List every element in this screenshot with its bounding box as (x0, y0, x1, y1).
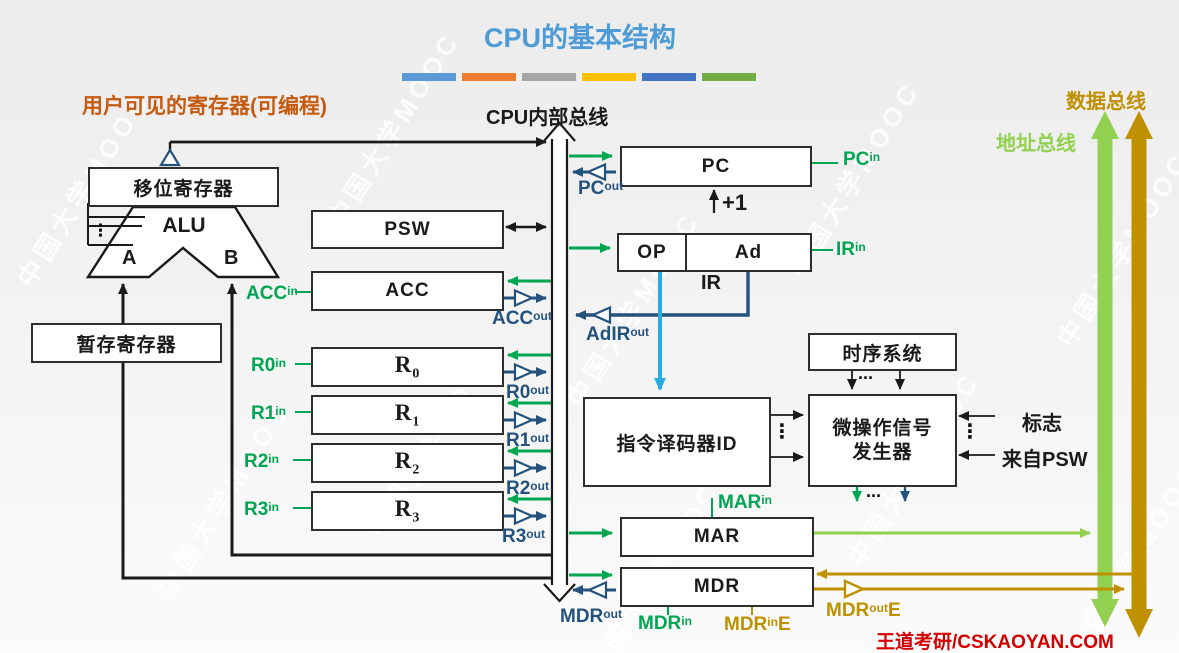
accent-bar (582, 73, 636, 81)
alu-port-b-label: B (224, 247, 239, 269)
signal-label-mdr-in-e: MDRinE (724, 614, 791, 635)
instruction-decoder-box: 指令译码器ID (583, 397, 771, 487)
address-bus-arrow (1091, 111, 1119, 627)
ir-label: IR (701, 272, 721, 294)
internal-bus (543, 121, 576, 603)
r0-box: R0 (311, 347, 504, 387)
footer-brand: 王道考研/CSKAOYAN.COM (876, 632, 1114, 653)
signal-label-mdr-in: MDRin (638, 613, 692, 634)
r2-box: R2 (311, 443, 504, 483)
bus-to-alu-a-line (118, 283, 553, 580)
shift-register-box: 移位寄存器 (88, 167, 279, 207)
decoder-to-microop-arrows (769, 410, 804, 462)
signal-label-r1-out: R1out (506, 430, 549, 451)
page-title: CPU的基本结构 (483, 23, 676, 53)
timing-to-microop-arrows (847, 369, 905, 390)
register-input-arrows (507, 151, 613, 580)
flags-label: 标志 (1022, 413, 1062, 435)
ir-ad-field: Ad (734, 241, 763, 263)
from-psw-label: 来自PSW (1002, 449, 1088, 471)
pc-box: PC (620, 146, 812, 187)
internal-bus-label: CPU内部总线 (486, 107, 609, 129)
signal-label-r2-in: R2in (244, 451, 279, 472)
signal-label-pc-in: PCin (843, 149, 881, 170)
signal-label-r2-out: R2out (506, 478, 549, 499)
signal-label-r0-in: R0in (251, 355, 286, 376)
decoder-dots: ⋮ (772, 421, 792, 443)
signal-label-acc-out: ACCout (492, 308, 552, 329)
timing-dots: ... (858, 363, 874, 383)
user-visible-registers-label: 用户可见的寄存器(可编程) (82, 95, 327, 118)
psw-box: PSW (311, 210, 504, 249)
address-bus-label: 地址总线 (996, 133, 1076, 155)
accent-bar-row (402, 73, 756, 81)
signal-label-r3-in: R3in (244, 499, 279, 520)
ir-op-field: OP (619, 235, 687, 270)
accent-bar (462, 73, 516, 81)
green-label-ticks (293, 162, 838, 615)
alu-flag-dots: ⋮ (92, 221, 109, 240)
alu-label: ALU (162, 214, 206, 237)
flags-dots: ⋮ (960, 421, 980, 443)
accent-bar (702, 73, 756, 81)
signal-label-r0-out: R0out (506, 382, 549, 403)
accent-bar (402, 73, 456, 81)
alu-port-a-label: A (122, 247, 137, 269)
microop-generator-box: 微操作信号发生器 (808, 394, 957, 487)
plus-one-label: +1 (722, 190, 748, 215)
control-dots: ... (866, 481, 882, 501)
signal-label-r1-in: R1in (251, 403, 286, 424)
signal-label-acc-in: ACCin (246, 283, 298, 304)
tri-state-buffer-icons (513, 162, 612, 600)
mdr-box: MDR (620, 567, 814, 607)
acc-box: ACC (311, 271, 504, 311)
data-bus-arrow (1125, 111, 1153, 638)
mar-box: MAR (620, 517, 814, 557)
mdr-out-e-buffer-icon (843, 579, 866, 599)
flags-to-microop-arrows (958, 411, 995, 460)
alu-flag-input-lines (87, 203, 145, 246)
ir-box: OP Ad (617, 233, 812, 272)
accent-bar (522, 73, 576, 81)
signal-label-ir-in: IRin (836, 239, 866, 260)
accent-bar (642, 73, 696, 81)
shift-register-buffer-icon (159, 147, 181, 167)
signal-label-adir-out: AdIRout (586, 324, 649, 345)
data-bus-label: 数据总线 (1066, 91, 1146, 113)
temp-register-box: 暂存寄存器 (31, 323, 222, 363)
alu-shape (85, 205, 281, 279)
timing-system-box: 时序系统 (808, 333, 957, 371)
r3-box: R3 (311, 491, 504, 531)
signal-label-mar-in: MARin (718, 492, 772, 513)
signal-label-pc-out: PCout (578, 178, 624, 199)
r1-box: R1 (311, 395, 504, 435)
signal-label-mdr-out-e: MDRoutE (826, 600, 901, 621)
signal-label-r3-out: R3out (502, 526, 545, 547)
bus-to-alu-b-line (227, 283, 553, 557)
signal-label-mdr-out: MDRout (560, 606, 622, 627)
